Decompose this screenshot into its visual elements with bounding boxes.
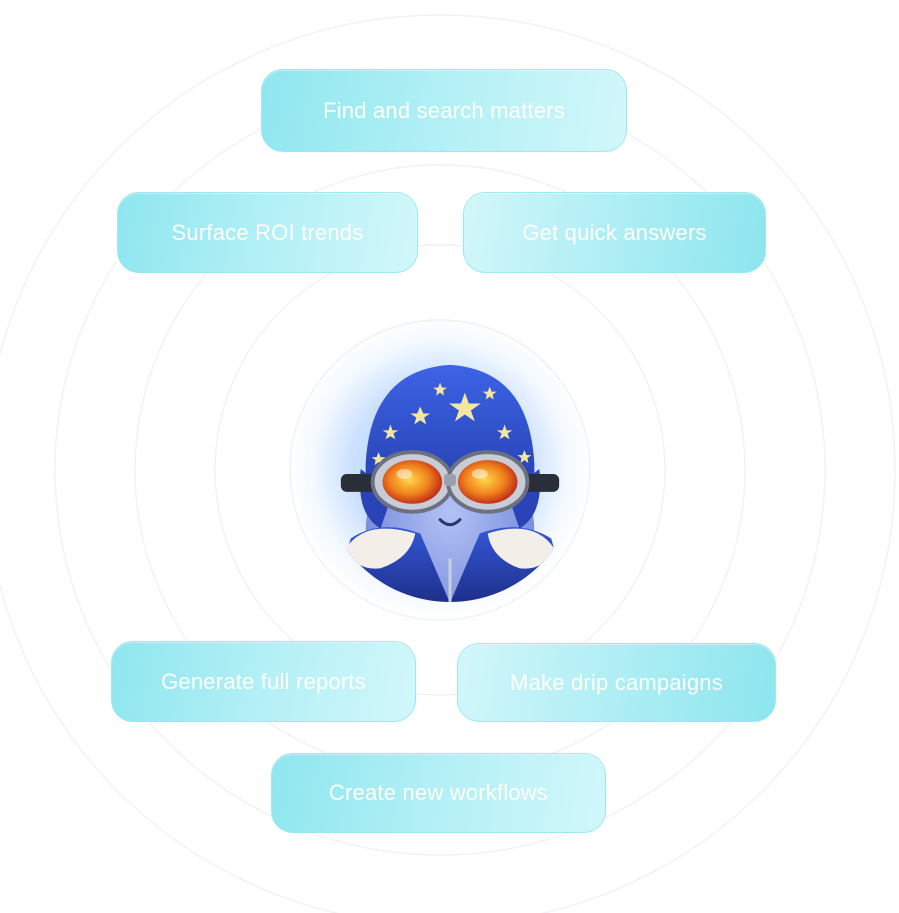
mascot-avatar [290, 318, 590, 618]
chip-generate-full-reports[interactable]: Generate full reports [111, 641, 416, 722]
chip-label: Generate full reports [161, 668, 366, 694]
chip-find-and-search-matters[interactable]: Find and search matters [261, 69, 627, 152]
chip-label: Find and search matters [323, 97, 565, 123]
chip-label: Make drip campaigns [510, 669, 723, 695]
chip-label: Get quick answers [522, 219, 707, 245]
chip-create-new-workflows[interactable]: Create new workflows [271, 753, 606, 833]
chip-make-drip-campaigns[interactable]: Make drip campaigns [457, 643, 776, 722]
chip-label: Create new workflows [328, 780, 549, 805]
chip-get-quick-answers[interactable]: Get quick answers [463, 192, 766, 273]
chip-surface-roi-trends[interactable]: Surface ROI trends [117, 192, 418, 273]
chip-label: Surface ROI trends [171, 219, 364, 245]
aviator-mascot-icon [330, 364, 570, 603]
